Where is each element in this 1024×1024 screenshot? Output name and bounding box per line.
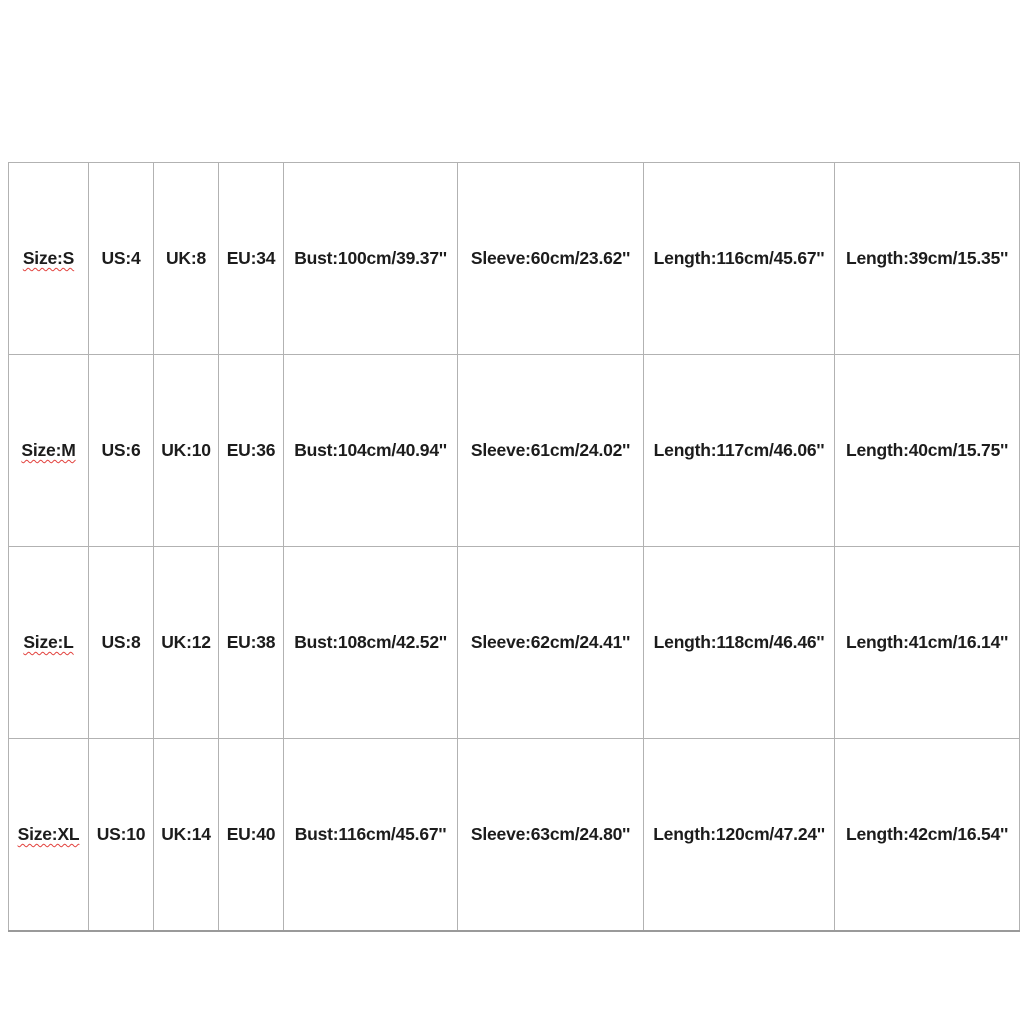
- size-label-text: Size:M: [21, 440, 76, 460]
- size-label-text: Size:XL: [17, 824, 80, 844]
- table-row-size-s: Size:S US:4 UK:8 EU:34 Bust:100cm/39.37'…: [8, 162, 1020, 355]
- cell-us-size: US:6: [88, 354, 154, 547]
- cell-length: Length:117cm/46.06'': [643, 354, 835, 547]
- table-row-size-xl: Size:XL US:10 UK:14 EU:40 Bust:116cm/45.…: [8, 738, 1020, 932]
- cell-size-label: Size:M: [8, 354, 89, 547]
- cell-eu-size: EU:38: [218, 546, 284, 739]
- size-label-text: Size:S: [22, 248, 75, 268]
- cell-eu-size: EU:36: [218, 354, 284, 547]
- size-label-text: Size:L: [23, 632, 74, 652]
- cell-length2: Length:40cm/15.75'': [834, 354, 1020, 547]
- cell-length2: Length:42cm/16.54'': [834, 738, 1020, 932]
- cell-bust: Bust:116cm/45.67'': [283, 738, 458, 932]
- cell-size-label: Size:S: [8, 162, 89, 355]
- size-chart-container: Size:S US:4 UK:8 EU:34 Bust:100cm/39.37'…: [8, 162, 1020, 932]
- cell-sleeve: Sleeve:63cm/24.80'': [457, 738, 644, 932]
- cell-sleeve: Sleeve:61cm/24.02'': [457, 354, 644, 547]
- cell-length2: Length:41cm/16.14'': [834, 546, 1020, 739]
- cell-us-size: US:10: [88, 738, 154, 932]
- cell-bust: Bust:104cm/40.94'': [283, 354, 458, 547]
- cell-us-size: US:8: [88, 546, 154, 739]
- cell-uk-size: UK:10: [153, 354, 219, 547]
- cell-us-size: US:4: [88, 162, 154, 355]
- size-chart-table: Size:S US:4 UK:8 EU:34 Bust:100cm/39.37'…: [8, 162, 1020, 932]
- table-row-size-m: Size:M US:6 UK:10 EU:36 Bust:104cm/40.94…: [8, 354, 1020, 547]
- cell-size-label: Size:XL: [8, 738, 89, 932]
- cell-length2: Length:39cm/15.35'': [834, 162, 1020, 355]
- cell-eu-size: EU:34: [218, 162, 284, 355]
- cell-eu-size: EU:40: [218, 738, 284, 932]
- cell-length: Length:118cm/46.46'': [643, 546, 835, 739]
- cell-length: Length:116cm/45.67'': [643, 162, 835, 355]
- cell-bust: Bust:100cm/39.37'': [283, 162, 458, 355]
- cell-sleeve: Sleeve:60cm/23.62'': [457, 162, 644, 355]
- cell-size-label: Size:L: [8, 546, 89, 739]
- cell-length: Length:120cm/47.24'': [643, 738, 835, 932]
- table-row-size-l: Size:L US:8 UK:12 EU:38 Bust:108cm/42.52…: [8, 546, 1020, 739]
- cell-uk-size: UK:12: [153, 546, 219, 739]
- cell-bust: Bust:108cm/42.52'': [283, 546, 458, 739]
- cell-sleeve: Sleeve:62cm/24.41'': [457, 546, 644, 739]
- cell-uk-size: UK:8: [153, 162, 219, 355]
- cell-uk-size: UK:14: [153, 738, 219, 932]
